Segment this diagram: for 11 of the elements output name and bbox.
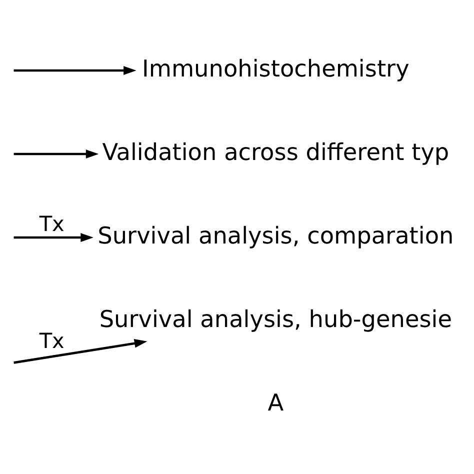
edge-label: Tx (39, 212, 64, 236)
arrow (14, 338, 148, 364)
node-text: Validation across different typ (102, 138, 450, 166)
node-text: Immunohistochemistry (142, 54, 410, 82)
node-text: Survival analysis, comparation (98, 222, 454, 249)
label: A (268, 388, 284, 416)
edge-label: Tx (39, 328, 64, 353)
arrow (14, 149, 99, 158)
arrow (14, 232, 94, 242)
arrow (14, 66, 136, 74)
node-text: Survival analysis, hub-genesie (99, 305, 452, 332)
